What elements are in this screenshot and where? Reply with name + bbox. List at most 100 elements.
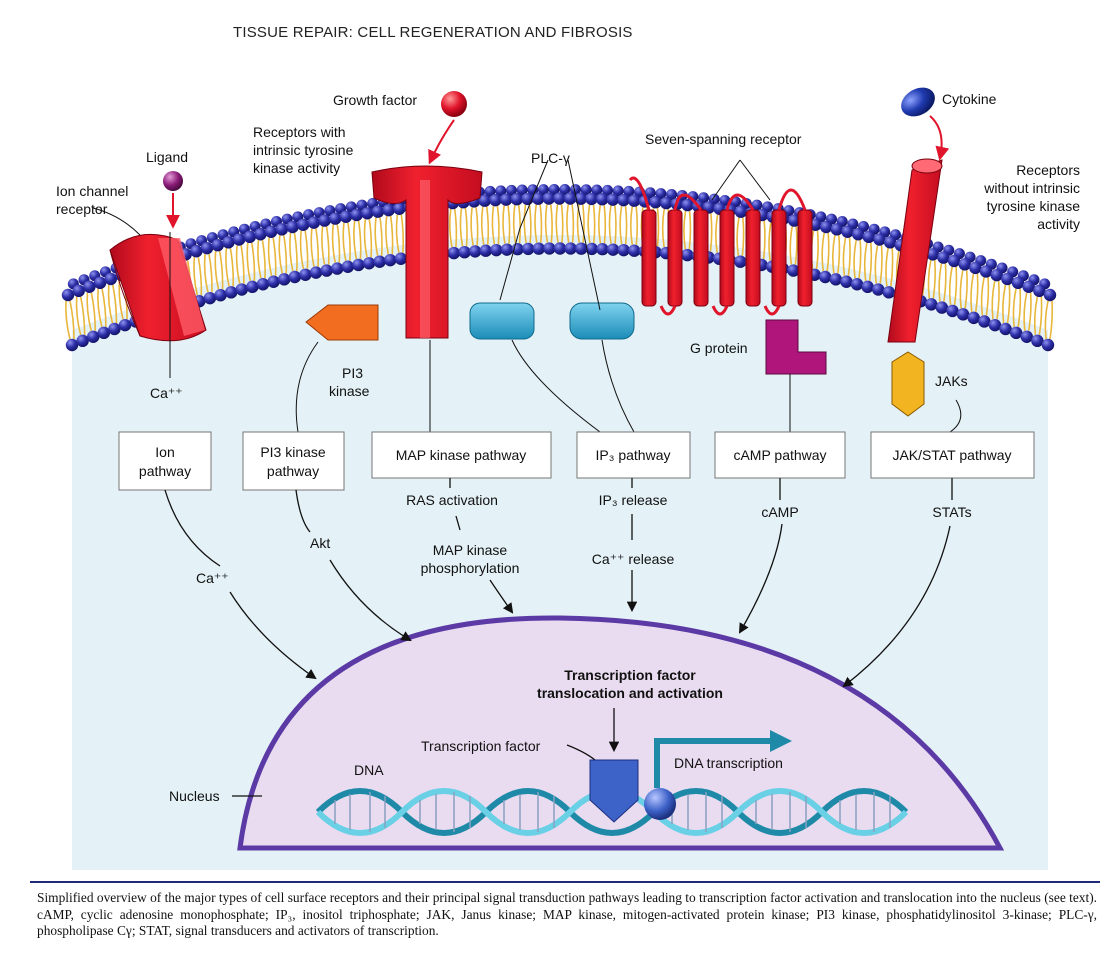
membrane-head bbox=[1009, 326, 1023, 340]
transcription-factor-ball bbox=[644, 788, 676, 820]
membrane-head bbox=[861, 280, 874, 294]
membrane-head bbox=[320, 264, 333, 277]
membrane-head bbox=[969, 261, 982, 275]
membrane-head bbox=[851, 228, 865, 241]
membrane-head bbox=[623, 185, 635, 197]
membrane-head bbox=[352, 258, 365, 272]
dna-transcription-arrow bbox=[654, 738, 773, 788]
membrane-head bbox=[946, 304, 959, 318]
membrane-head bbox=[553, 242, 567, 255]
label-camp: cAMP bbox=[761, 504, 798, 520]
membrane-head bbox=[267, 275, 280, 288]
label-ion-pathway-1: Ion bbox=[155, 444, 174, 460]
label-g-protein: G protein bbox=[690, 340, 748, 356]
label-mapk-pathway: MAP kinase pathway bbox=[396, 447, 526, 463]
plc-gamma-2 bbox=[569, 302, 635, 340]
membrane-head bbox=[318, 214, 331, 227]
label-ras: RAS activation bbox=[406, 492, 498, 508]
membrane-head bbox=[458, 245, 471, 259]
membrane-head bbox=[521, 242, 535, 256]
membrane-head bbox=[277, 273, 291, 286]
membrane-head bbox=[559, 184, 571, 196]
membrane-head bbox=[542, 192, 556, 205]
membrane-head bbox=[926, 248, 939, 261]
membrane-head bbox=[299, 268, 312, 281]
label-stats: STATs bbox=[932, 504, 971, 520]
membrane-head bbox=[393, 202, 406, 215]
caption-rule bbox=[30, 881, 1100, 883]
membrane-head bbox=[1031, 334, 1044, 348]
membrane-head bbox=[564, 242, 577, 255]
membrane-head bbox=[585, 242, 599, 256]
membrane-head bbox=[510, 193, 524, 206]
membrane-head bbox=[591, 184, 603, 196]
label-cytokine: Cytokine bbox=[942, 91, 997, 107]
label-nucleus: Nucleus bbox=[169, 788, 220, 804]
membrane-head bbox=[585, 192, 598, 206]
membrane-head bbox=[373, 255, 386, 268]
membrane-head bbox=[649, 195, 662, 209]
label-nrtk-2: without intrinsic bbox=[983, 180, 1080, 196]
membrane-head bbox=[341, 260, 355, 273]
membrane-head bbox=[339, 210, 353, 223]
membrane-head bbox=[734, 205, 748, 218]
membrane-head bbox=[203, 291, 217, 305]
membrane-head bbox=[495, 185, 507, 197]
membrane-head bbox=[606, 193, 620, 206]
membrane-head bbox=[543, 242, 556, 255]
membrane-head bbox=[104, 272, 117, 286]
membrane-head bbox=[232, 233, 246, 246]
label-ca-top: Ca⁺⁺ bbox=[150, 385, 183, 401]
membrane-head bbox=[76, 334, 89, 348]
label-rtk-2: intrinsic tyrosine bbox=[253, 142, 354, 158]
non-rtk-receptor bbox=[887, 158, 943, 343]
membrane-head bbox=[87, 330, 100, 343]
label-ligand: Ligand bbox=[146, 149, 188, 165]
membrane-head bbox=[1041, 338, 1055, 352]
membrane-head bbox=[596, 243, 609, 256]
membrane-head bbox=[947, 254, 961, 268]
label-tf-1: Transcription factor bbox=[564, 667, 696, 683]
membrane-head bbox=[612, 185, 624, 197]
membrane-head bbox=[108, 322, 121, 336]
membrane-head bbox=[83, 280, 96, 293]
label-seven-spanning: Seven-spanning receptor bbox=[645, 131, 802, 147]
membrane-head bbox=[1001, 272, 1014, 286]
membrane-head bbox=[243, 230, 256, 244]
membrane-head bbox=[309, 266, 323, 279]
label-ca-release: Ca⁺⁺ release bbox=[592, 551, 675, 567]
membrane-head bbox=[61, 288, 75, 302]
signal-transduction-diagram: Growth factor Receptors with intrinsic t… bbox=[56, 87, 1081, 870]
label-rtk-1: Receptors with bbox=[253, 124, 346, 140]
membrane-head bbox=[275, 223, 289, 236]
label-dna-transcription: DNA transcription bbox=[674, 755, 783, 771]
membrane-head bbox=[595, 193, 609, 206]
membrane-head bbox=[820, 220, 833, 234]
membrane-head bbox=[988, 318, 1002, 332]
label-camp-pathway: cAMP pathway bbox=[733, 447, 826, 463]
pi3-kinase-shape bbox=[305, 304, 379, 341]
label-nrtk-3: tyrosine kinase bbox=[987, 198, 1081, 214]
membrane-head bbox=[872, 283, 885, 296]
ligand-ball bbox=[163, 171, 183, 191]
membrane-head bbox=[602, 184, 614, 196]
membrane-head bbox=[563, 192, 577, 205]
page-header: TISSUE REPAIR: CELL REGENERATION AND FIB… bbox=[233, 24, 633, 41]
jak-shape bbox=[891, 351, 925, 417]
membrane-head bbox=[882, 286, 896, 299]
membrane-head bbox=[211, 238, 224, 252]
membrane-head bbox=[617, 193, 630, 207]
membrane-head bbox=[307, 216, 321, 229]
membrane-head bbox=[628, 244, 641, 257]
membrane-head bbox=[489, 193, 502, 207]
label-ip3-pathway: IP₃ pathway bbox=[596, 447, 671, 463]
membrane-head bbox=[925, 298, 938, 311]
membrane-head bbox=[937, 251, 950, 264]
label-ip3-release: IP₃ release bbox=[599, 492, 668, 508]
membrane-head bbox=[883, 236, 897, 249]
label-pi3k-pathway-1: PI3 kinase bbox=[260, 444, 326, 460]
membrane-head bbox=[873, 233, 886, 246]
membrane-head bbox=[787, 264, 800, 277]
membrane-head bbox=[93, 276, 107, 290]
membrane-head bbox=[862, 230, 876, 244]
